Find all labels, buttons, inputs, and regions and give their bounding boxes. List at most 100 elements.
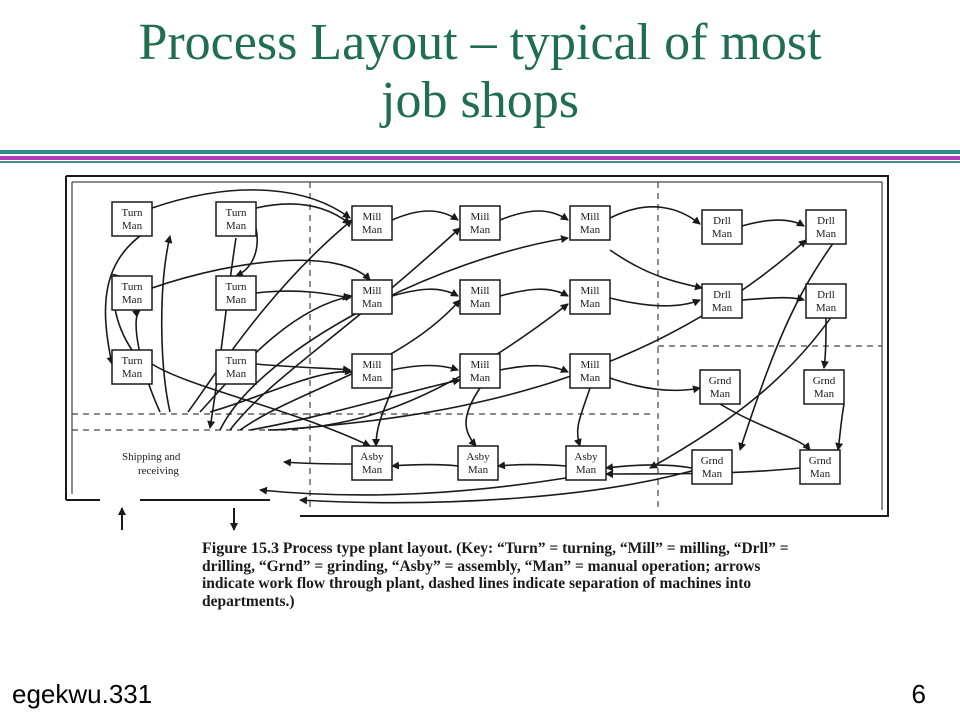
machine-operation-label: Man (362, 372, 383, 384)
machine-type-label: Grnd (809, 455, 832, 467)
machine-operation-label: Man (470, 372, 491, 384)
flow-arrow (605, 463, 693, 472)
wall-inner (71, 181, 883, 510)
machine-operation-label: Man (712, 228, 733, 240)
wall-outer (66, 175, 889, 517)
machine-operation-label: Man (470, 224, 491, 236)
machine-box-border (215, 349, 257, 385)
flow-arrow (104, 227, 153, 365)
machine-type-label: Turn (122, 207, 143, 219)
flow-arrow (151, 363, 371, 447)
title-rule-blue (0, 161, 960, 163)
flow-arrow (835, 403, 845, 451)
flow-arrow (609, 377, 701, 394)
figure-caption: Figure 15.3 Process type plant layout. (… (202, 540, 802, 610)
flow-arrow (151, 189, 351, 219)
machine-type-label: Turn (226, 355, 247, 367)
machine-box-border (569, 353, 611, 389)
flow-arrow (465, 387, 481, 447)
machine-type-label: Grnd (701, 455, 724, 467)
title-rule-magenta (0, 156, 960, 160)
machine-type-label: Mill (363, 211, 382, 223)
flow-arrow (741, 294, 805, 302)
machine-operation-label: Man (226, 220, 247, 232)
machine-type-label: Turn (122, 281, 143, 293)
machine-box-border (459, 205, 501, 241)
machine-box-border (799, 449, 841, 485)
flow-arrow (738, 227, 845, 451)
machine-type-label: Asby (574, 451, 598, 463)
flow-arrow (283, 458, 353, 467)
flow-arrow (609, 249, 703, 291)
flow-arrow (499, 288, 569, 297)
machine-box-border (803, 369, 845, 405)
machine-box-border (351, 445, 393, 481)
machine-type-label: Mill (363, 359, 382, 371)
machine-type-label: Turn (226, 281, 247, 293)
machine-type-label: Drll (713, 215, 731, 227)
machine-box-border (215, 201, 257, 237)
machine-box-border (351, 279, 393, 315)
flow-arrow (229, 227, 461, 431)
flow-arrow (820, 317, 829, 369)
machine-box-border (215, 275, 257, 311)
flow-arrow (259, 477, 567, 496)
machine-box-border (111, 275, 153, 311)
machine-operation-label: Man (816, 228, 837, 240)
machine-operation-label: Man (702, 468, 723, 480)
title-line-1: Process Layout – typical of most (138, 14, 822, 71)
machine-box-border (699, 369, 741, 405)
flow-arrow (741, 219, 805, 227)
flow-arrow (209, 367, 353, 413)
machine-box-border (569, 279, 611, 315)
machine-type-label: Drll (713, 289, 731, 301)
machine-operation-label: Man (816, 302, 837, 314)
machine-operation-label: Man (362, 224, 383, 236)
flow-arrow (187, 219, 353, 413)
machine-operation-label: Man (576, 464, 597, 476)
flow-arrow (255, 203, 351, 225)
machine-box-border (691, 449, 733, 485)
machine-box-border (805, 283, 847, 319)
machine-type-label: Mill (581, 285, 600, 297)
flow-arrow (573, 387, 591, 447)
flow-arrow (199, 293, 353, 413)
machine-type-label: Mill (471, 211, 490, 223)
machine-type-label: Mill (471, 359, 490, 371)
machine-operation-label: Man (362, 298, 383, 310)
machine-operation-label: Man (470, 298, 491, 310)
machine-box-border (805, 209, 847, 245)
machine-operation-label: Man (814, 388, 835, 400)
title-rule-teal (0, 150, 960, 154)
machine-box-border (111, 349, 153, 385)
machine-box-border (701, 283, 743, 319)
machine-operation-label: Man (710, 388, 731, 400)
plant-walls (65, 175, 889, 517)
machine-operation-label: Man (810, 468, 831, 480)
flow-arrow (497, 461, 567, 470)
flow-arrow (219, 235, 569, 431)
machine-type-label: Mill (581, 211, 600, 223)
flow-arrow (391, 461, 459, 470)
machine-operation-label: Man (580, 372, 601, 384)
machine-type-label: Drll (817, 289, 835, 301)
machine-box-border (351, 353, 393, 389)
machine-box-border (111, 201, 153, 237)
title-line-2: job shops (381, 72, 579, 129)
footer-course-id: egekwu.331 (12, 679, 153, 709)
